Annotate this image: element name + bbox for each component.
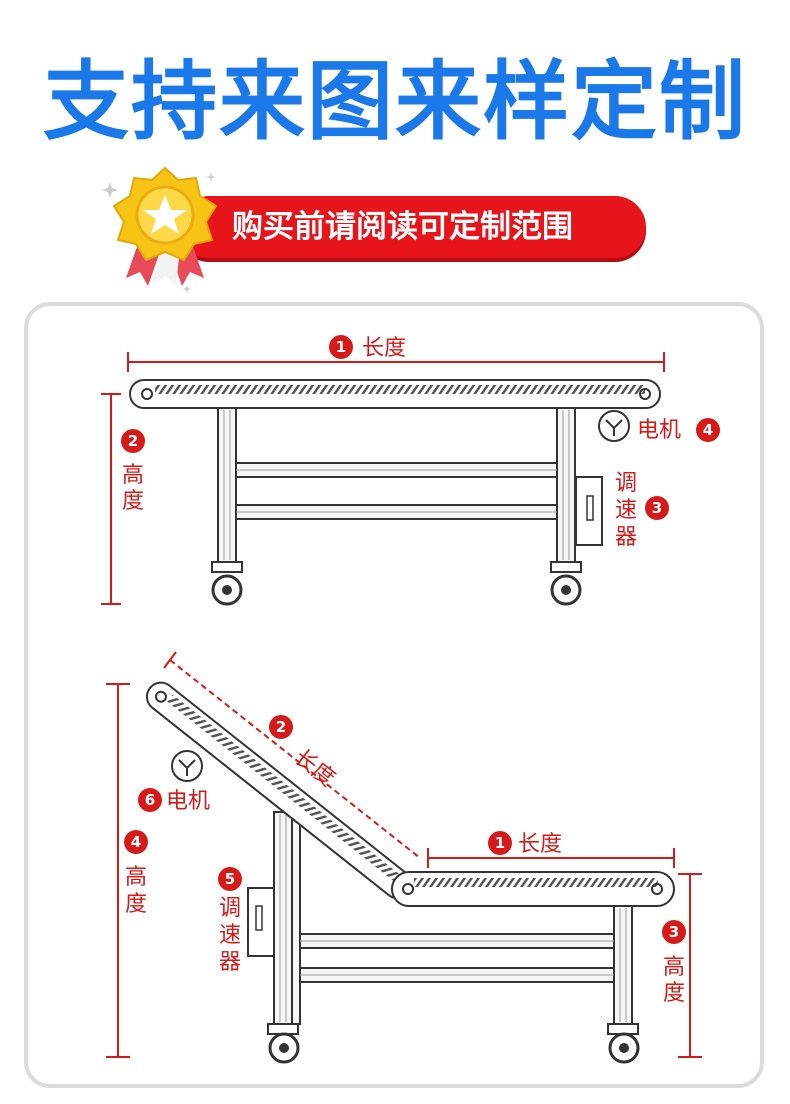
incline-speed-num: 5 <box>225 870 235 888</box>
incline-left-height-char-1: 高 <box>125 865 147 890</box>
incline-motor-num: 6 <box>145 791 155 809</box>
incline-right-height-char-1: 高 <box>663 955 685 980</box>
flat-height-char-1: 高 <box>122 463 144 488</box>
incline-left-height-num: 4 <box>131 833 141 851</box>
motor-icon-2 <box>171 750 203 782</box>
flat-speed-num: 3 <box>652 499 662 517</box>
incline-motor-label: 电机 <box>166 789 210 814</box>
flat-conveyor: 1 长度 2 高 度 调 速 器 3 电机 4 <box>101 335 720 606</box>
incline-speed-char-2: 速 <box>219 923 241 948</box>
notice-banner: 购买前请阅读可定制范围 <box>178 196 646 258</box>
motor-icon <box>598 410 630 442</box>
incline-flat-length-num: 1 <box>495 834 505 852</box>
incline-speed-char-1: 调 <box>219 896 241 921</box>
incline-right-height-num: 3 <box>669 923 679 941</box>
flat-height-char-2: 度 <box>122 489 144 514</box>
medal-star-icon <box>102 166 218 293</box>
flat-length-num: 1 <box>336 338 346 356</box>
flat-speed-char-2: 速 <box>615 498 637 523</box>
incline-speed-char-3: 器 <box>219 950 241 975</box>
incline-conveyor: 2 长度 6 电机 1 长度 4 高 度 5 调 速 器 3 高 度 <box>106 651 702 1064</box>
flat-motor-num: 4 <box>703 421 713 439</box>
incline-left-height-char-2: 度 <box>125 892 147 917</box>
headline: 支持来图来样定制 <box>43 52 747 152</box>
banner-text: 购买前请阅读可定制范围 <box>232 209 573 245</box>
incline-length-num: 2 <box>276 718 286 736</box>
speed-controller-box-2 <box>247 887 275 957</box>
incline-flat-length-label: 长度 <box>518 832 562 857</box>
flat-length-label: 长度 <box>362 336 406 361</box>
flat-speed-char-1: 调 <box>615 471 637 496</box>
incline-right-height-char-2: 度 <box>663 981 685 1006</box>
flat-height-num: 2 <box>128 432 138 450</box>
incline-length-label: 长度 <box>289 745 339 792</box>
speed-controller-box <box>575 476 603 546</box>
flat-speed-char-3: 器 <box>615 525 637 550</box>
flat-motor-label: 电机 <box>637 418 681 443</box>
